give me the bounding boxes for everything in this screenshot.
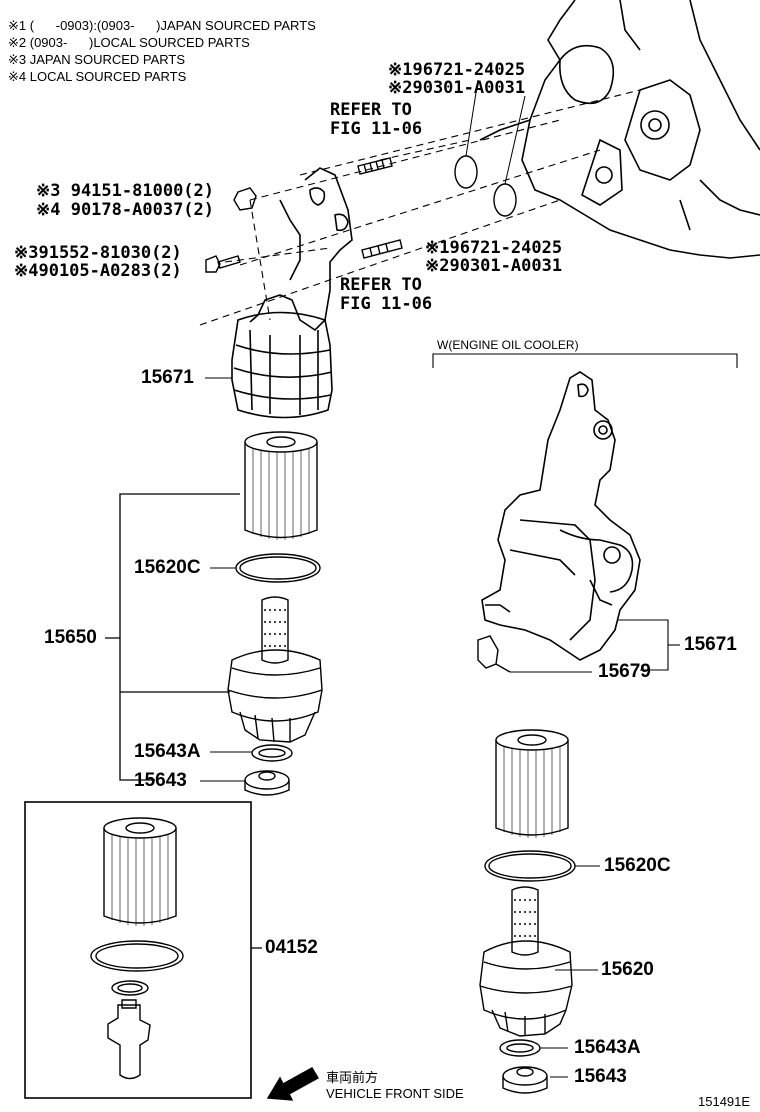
part-15643-left: 15643 [134, 770, 187, 791]
group-bracket-right [432, 353, 738, 368]
o-ring-15620c-left [235, 553, 321, 583]
part-15643a-left: 15643A [134, 741, 201, 762]
part-15679: 15679 [598, 661, 651, 682]
refer-mid-2: FIG 11-06 [340, 294, 433, 314]
plug-15643-left [244, 770, 290, 796]
washer-15643a-left [251, 744, 293, 762]
part-04152: 04152 [265, 937, 318, 958]
washer-15643a-right [499, 1039, 541, 1057]
bolt-lower [205, 255, 241, 273]
callout-top-right-2: ※290301-A0031 [388, 78, 526, 98]
plug-15643-right [502, 1066, 548, 1094]
refer-top-2: FIG 11-06 [330, 119, 423, 139]
filter-cap-right [479, 886, 573, 1037]
filter-element-left [244, 431, 318, 540]
callout-top-right-1: ※196721-24025 [388, 60, 526, 80]
bolt-a-2: ※4 90178-A0037(2) [36, 200, 215, 220]
callout-mid-right-2: ※290301-A0031 [425, 256, 563, 276]
o-ring-lower [493, 183, 517, 217]
stud-upper [357, 157, 393, 175]
bolt-a-1: ※3 94151-81000(2) [36, 181, 215, 201]
part-15643a-right: 15643A [574, 1037, 641, 1058]
part-15643-right: 15643 [574, 1066, 627, 1087]
note-2: ※2 (0903- )LOCAL SOURCED PARTS [8, 35, 250, 50]
part-15620c-left: 15620C [134, 557, 201, 578]
part-15620: 15620 [601, 959, 654, 980]
kit-box-04152 [24, 801, 252, 1099]
filter-element-right [495, 729, 569, 838]
stud-lower [361, 239, 403, 259]
leader-lines-left [200, 377, 252, 782]
o-ring-upper [454, 155, 478, 189]
part-15620c-right: 15620C [604, 855, 671, 876]
bolt-b-2: ※490105-A0283(2) [14, 261, 182, 281]
engine-block-drawing [479, 0, 760, 259]
part-15671-right: 15671 [684, 634, 737, 655]
bolt-upper [233, 187, 257, 211]
kit-contents [90, 817, 184, 1080]
filter-bracket-right [481, 371, 641, 661]
sensor-15679 [477, 635, 511, 673]
vehicle-front-jp: 車両前方 [326, 1070, 379, 1085]
o-ring-15620c-right [484, 850, 576, 882]
leader-lines-right [510, 619, 680, 1078]
callout-mid-right-1: ※196721-24025 [425, 238, 563, 258]
refer-mid-1: REFER TO [340, 275, 422, 295]
bracket-15650 [105, 493, 240, 781]
part-15671-left: 15671 [141, 367, 194, 388]
figure-id: 151491E [698, 1094, 751, 1109]
note-4: ※4 LOCAL SOURCED PARTS [8, 69, 187, 84]
filter-bracket-left [231, 167, 353, 419]
right-group-header: W(ENGINE OIL COOLER) [437, 338, 579, 352]
part-15650: 15650 [44, 627, 97, 648]
note-1: ※1 ( -0903):(0903- )JAPAN SOURCED PARTS [8, 18, 316, 33]
bolt-b-1: ※391552-81030(2) [14, 243, 182, 263]
note-3: ※3 JAPAN SOURCED PARTS [8, 52, 186, 67]
vehicle-front-arrow-icon [266, 1067, 319, 1101]
vehicle-front-en: VEHICLE FRONT SIDE [326, 1086, 464, 1101]
refer-top-1: REFER TO [330, 100, 412, 120]
filter-cap-left [227, 596, 323, 743]
